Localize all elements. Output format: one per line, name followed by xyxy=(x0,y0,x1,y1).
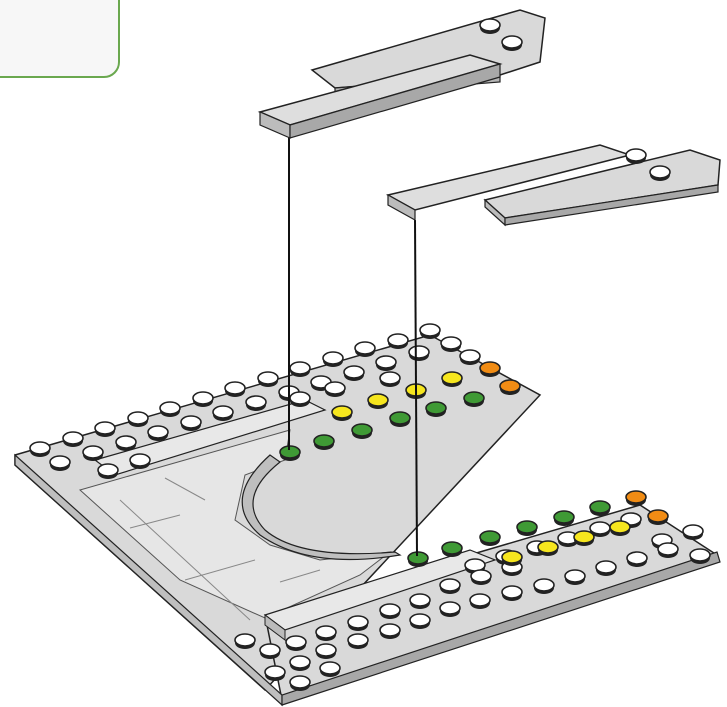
base-plate xyxy=(15,335,720,705)
upper-plate xyxy=(260,10,545,138)
lower-plate xyxy=(388,145,720,225)
